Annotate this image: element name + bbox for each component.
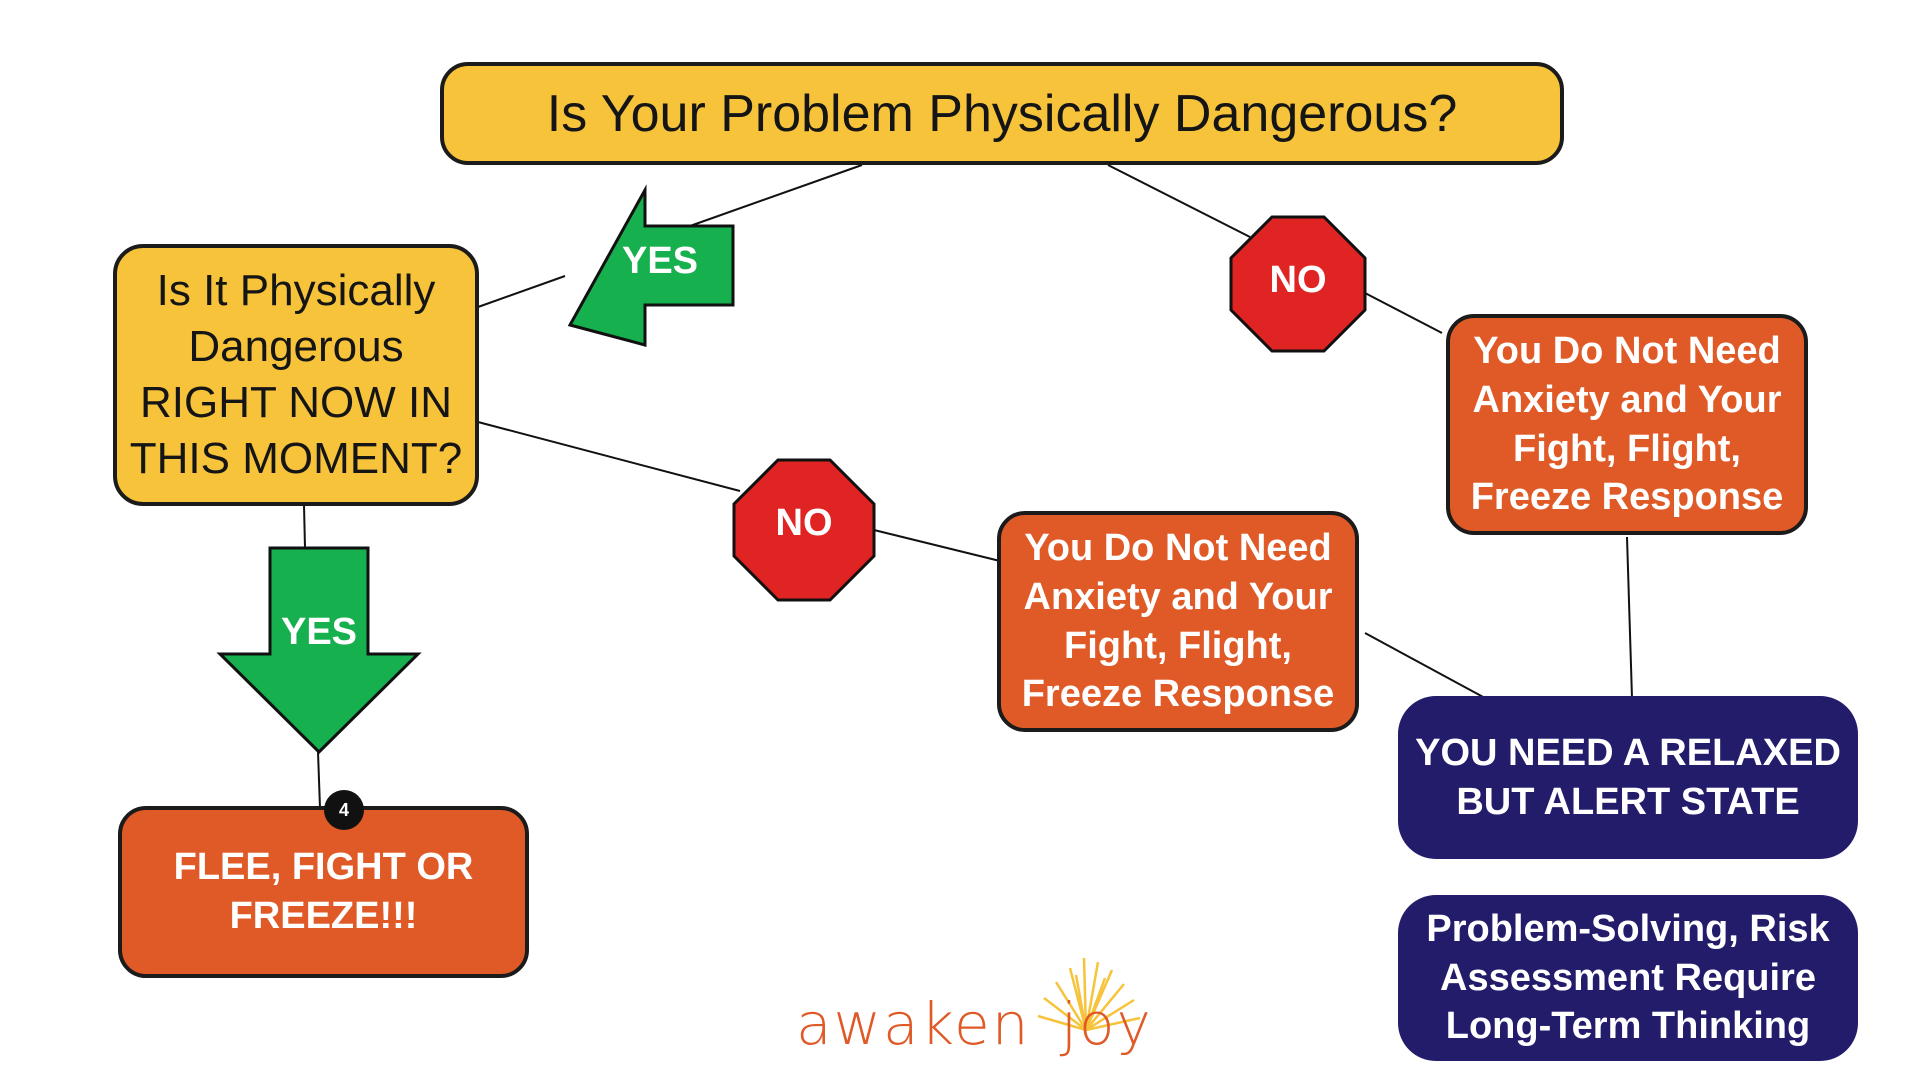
question-right-now-text: Is It Physically Dangerous RIGHT NOW IN … [129,266,463,483]
brand-word-joy: joy [1060,990,1153,1058]
outcome-no-anxiety-right: You Do Not Need Anxiety and Your Fight, … [1446,314,1808,535]
connector-now-to-no-middle [477,421,741,492]
connector-no-right-to-outcome [1364,292,1443,334]
yes-down-arrow-shape [216,546,422,755]
connector-no-middle-to-outcome [873,529,1001,562]
sun-icon [1037,957,1141,1032]
state-relaxed-alert: YOU NEED A RELAXED BUT ALERT STATE [1398,696,1858,859]
yes-down-arrow-label: YES [280,611,358,653]
connector-now-to-yes-down [303,504,306,549]
connector-main-to-yes [689,164,863,227]
stop-sign-middle-shape [732,458,876,602]
note-problem-solving-text: Problem-Solving, Risk Assessment Require… [1426,908,1830,1048]
question-main: Is Your Problem Physically Dangerous? [440,62,1564,165]
outcome-flee-fight-freeze-text: FLEE, FIGHT OR FREEZE!!! [173,845,474,937]
stop-sign-right-label: NO [1269,259,1327,301]
brand-logo: awaken joy [796,990,1153,1058]
brand-word-awaken: awaken [796,990,1031,1058]
state-relaxed-alert-text: YOU NEED A RELAXED BUT ALERT STATE [1415,731,1841,823]
yes-left-arrow-shape [567,184,735,347]
outcome-no-anxiety-middle: You Do Not Need Anxiety and Your Fight, … [997,511,1359,732]
question-main-text: Is Your Problem Physically Dangerous? [546,84,1458,143]
connector-yes-to-now [477,275,566,308]
step-number-badge: 4 [324,790,364,830]
outcome-no-anxiety-right-text: You Do Not Need Anxiety and Your Fight, … [1470,330,1784,519]
connector-outcome-middle-to-relaxed [1364,632,1486,699]
yes-left-arrow-label: YES [621,240,699,282]
connector-yes-down-to-flee [317,751,321,809]
connector-main-to-no-right [1107,164,1251,238]
outcome-flee-fight-freeze: FLEE, FIGHT OR FREEZE!!! [118,806,529,978]
connector-outcome-right-to-relaxed [1626,536,1633,699]
stop-sign-right-shape [1229,215,1367,353]
stop-sign-middle-label: NO [775,502,833,544]
question-right-now: Is It Physically Dangerous RIGHT NOW IN … [113,244,479,506]
note-problem-solving: Problem-Solving, Risk Assessment Require… [1398,895,1858,1061]
outcome-no-anxiety-middle-text: You Do Not Need Anxiety and Your Fight, … [1021,527,1335,716]
